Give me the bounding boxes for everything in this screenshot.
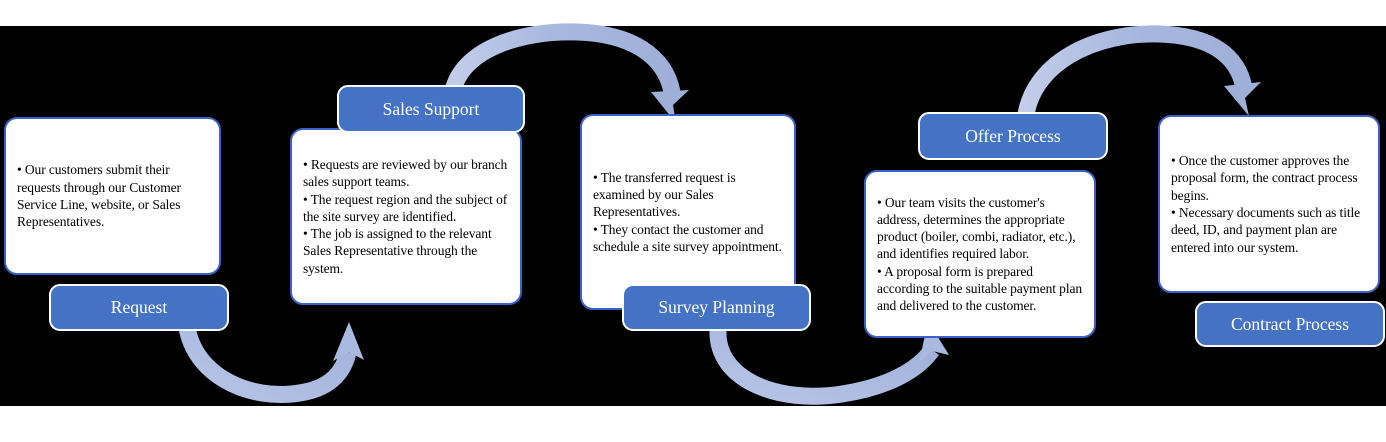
card-contract-process-body: • Once the customer approves the proposa…: [1171, 153, 1361, 255]
card-sales-support[interactable]: • Requests are reviewed by our branch sa…: [290, 128, 522, 305]
card-offer-process-body: • Our team visits the customer's address…: [877, 194, 1083, 314]
card-offer-process[interactable]: • Our team visits the customer's address…: [864, 170, 1096, 338]
label-survey-planning[interactable]: Survey Planning: [622, 284, 811, 331]
label-contract-process-text: Contract Process: [1230, 313, 1350, 334]
label-offer-process-text: Offer Process: [965, 125, 1061, 146]
label-offer-process[interactable]: Offer Process: [918, 112, 1108, 160]
card-survey-planning-body: • The transferred request is examined by…: [593, 169, 782, 254]
label-sales-support[interactable]: Sales Support: [337, 85, 525, 133]
card-request-body: • Our customers submit their requests th…: [17, 162, 181, 230]
card-sales-support-body: • Requests are reviewed by our branch sa…: [303, 157, 508, 276]
label-request-text: Request: [110, 297, 168, 317]
label-contract-process[interactable]: Contract Process: [1195, 301, 1385, 347]
label-survey-planning-text: Survey Planning: [658, 297, 775, 317]
label-sales-support-text: Sales Support: [382, 98, 480, 119]
card-request[interactable]: • Our customers submit their requests th…: [4, 117, 221, 275]
card-survey-planning[interactable]: • The transferred request is examined by…: [580, 114, 796, 310]
card-contract-process[interactable]: • Once the customer approves the proposa…: [1158, 115, 1380, 293]
label-request[interactable]: Request: [49, 284, 229, 331]
